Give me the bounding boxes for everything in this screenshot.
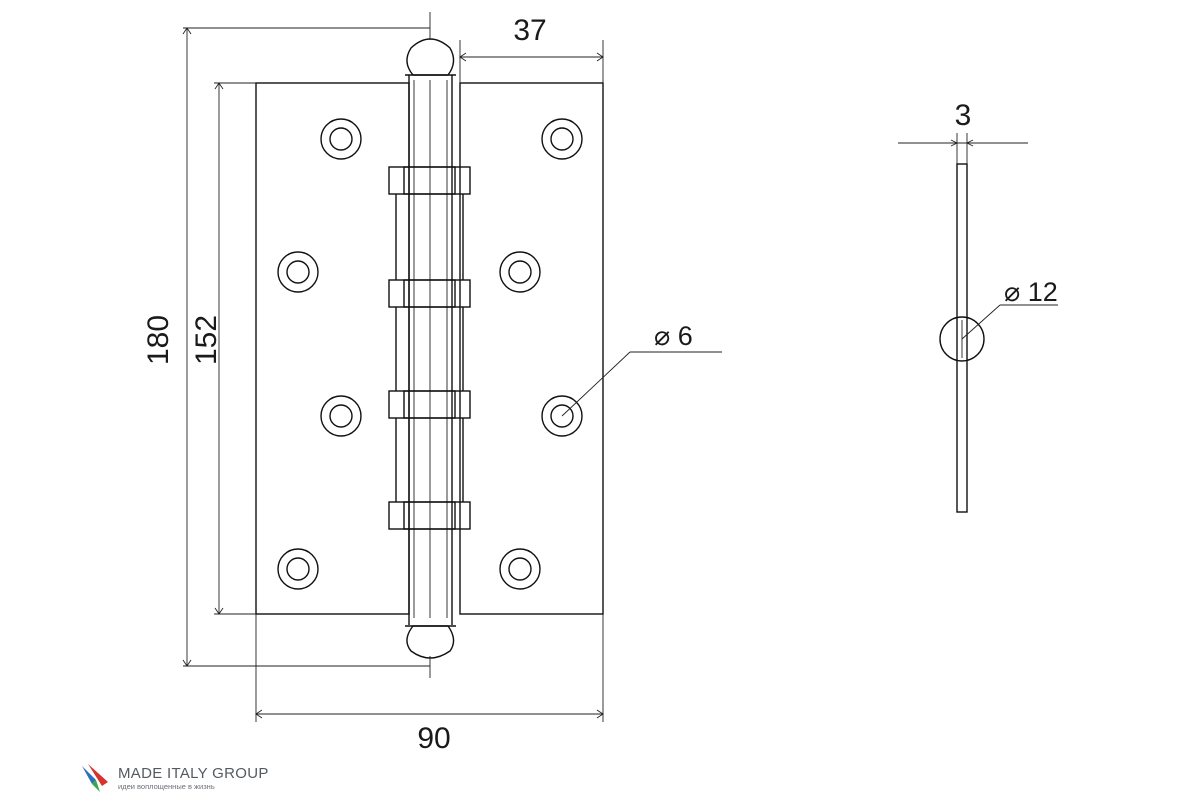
left-leaf xyxy=(255,82,410,615)
side-view-knuckle xyxy=(939,316,985,362)
knuckle-band-4 xyxy=(388,501,471,530)
logo-mark-icon xyxy=(82,764,108,792)
knuckle-band-3 xyxy=(388,390,471,419)
leader-hole-diameter: ⌀ 6 xyxy=(561,321,722,417)
bottom-finial xyxy=(405,625,456,659)
dim-label-180: 180 xyxy=(142,315,175,365)
dim-label-3: 3 xyxy=(955,99,972,132)
dimension-leaf-height: 152 xyxy=(190,82,256,615)
top-finial xyxy=(405,38,456,76)
screw-holes-right xyxy=(499,118,583,590)
dim-label-hole-diameter: ⌀ 6 xyxy=(654,321,693,351)
dim-label-152: 152 xyxy=(190,315,223,365)
dim-label-37: 37 xyxy=(513,14,546,47)
company-logo: MADE ITALY GROUP идеи воплощенные в жизн… xyxy=(78,760,269,796)
side-view xyxy=(939,163,985,513)
dimension-thickness: 3 xyxy=(898,99,1028,164)
dimension-overall-height: 180 xyxy=(142,12,431,678)
knuckle-edges xyxy=(395,194,464,502)
logo-name: MADE ITALY GROUP xyxy=(118,764,269,782)
right-leaf xyxy=(459,82,604,615)
knuckle-band-2 xyxy=(388,279,471,308)
side-view-leaf xyxy=(956,163,968,513)
dim-label-90: 90 xyxy=(417,722,450,755)
dimension-open-width: 90 xyxy=(255,614,604,755)
logo-tagline: идеи воплощенные в жизнь xyxy=(118,781,215,791)
dimension-leaf-width: 37 xyxy=(459,14,604,83)
screw-holes-left xyxy=(277,118,362,590)
hinge-pin xyxy=(408,75,453,625)
dim-label-knuckle-diameter: ⌀ 12 xyxy=(1004,277,1058,307)
knuckle-band-1 xyxy=(388,166,471,195)
leader-knuckle-diameter: ⌀ 12 xyxy=(961,277,1058,340)
